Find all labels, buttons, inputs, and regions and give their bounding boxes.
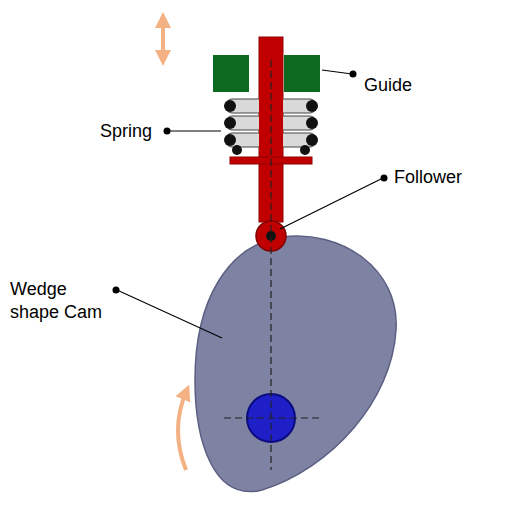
label-box: Spring (100, 120, 152, 143)
label-box: Wedge shape Cam (10, 278, 106, 325)
centre-line (224, 417, 320, 418)
wedge-cam (195, 236, 396, 492)
part-label: Guide (364, 74, 412, 97)
part-label: Follower (394, 166, 462, 189)
reciprocating-arrow (161, 20, 165, 58)
label-box: Follower (394, 166, 462, 189)
leader-lines (117, 70, 383, 338)
rotation-arrow (178, 392, 186, 470)
axis-line (270, 60, 271, 470)
part-label: Spring (100, 120, 152, 143)
part-label: Wedge shape Cam (10, 278, 106, 325)
guide-block (284, 55, 320, 92)
label-box: Guide (364, 74, 412, 97)
guide-block (213, 55, 249, 92)
leader-dots (113, 71, 388, 294)
